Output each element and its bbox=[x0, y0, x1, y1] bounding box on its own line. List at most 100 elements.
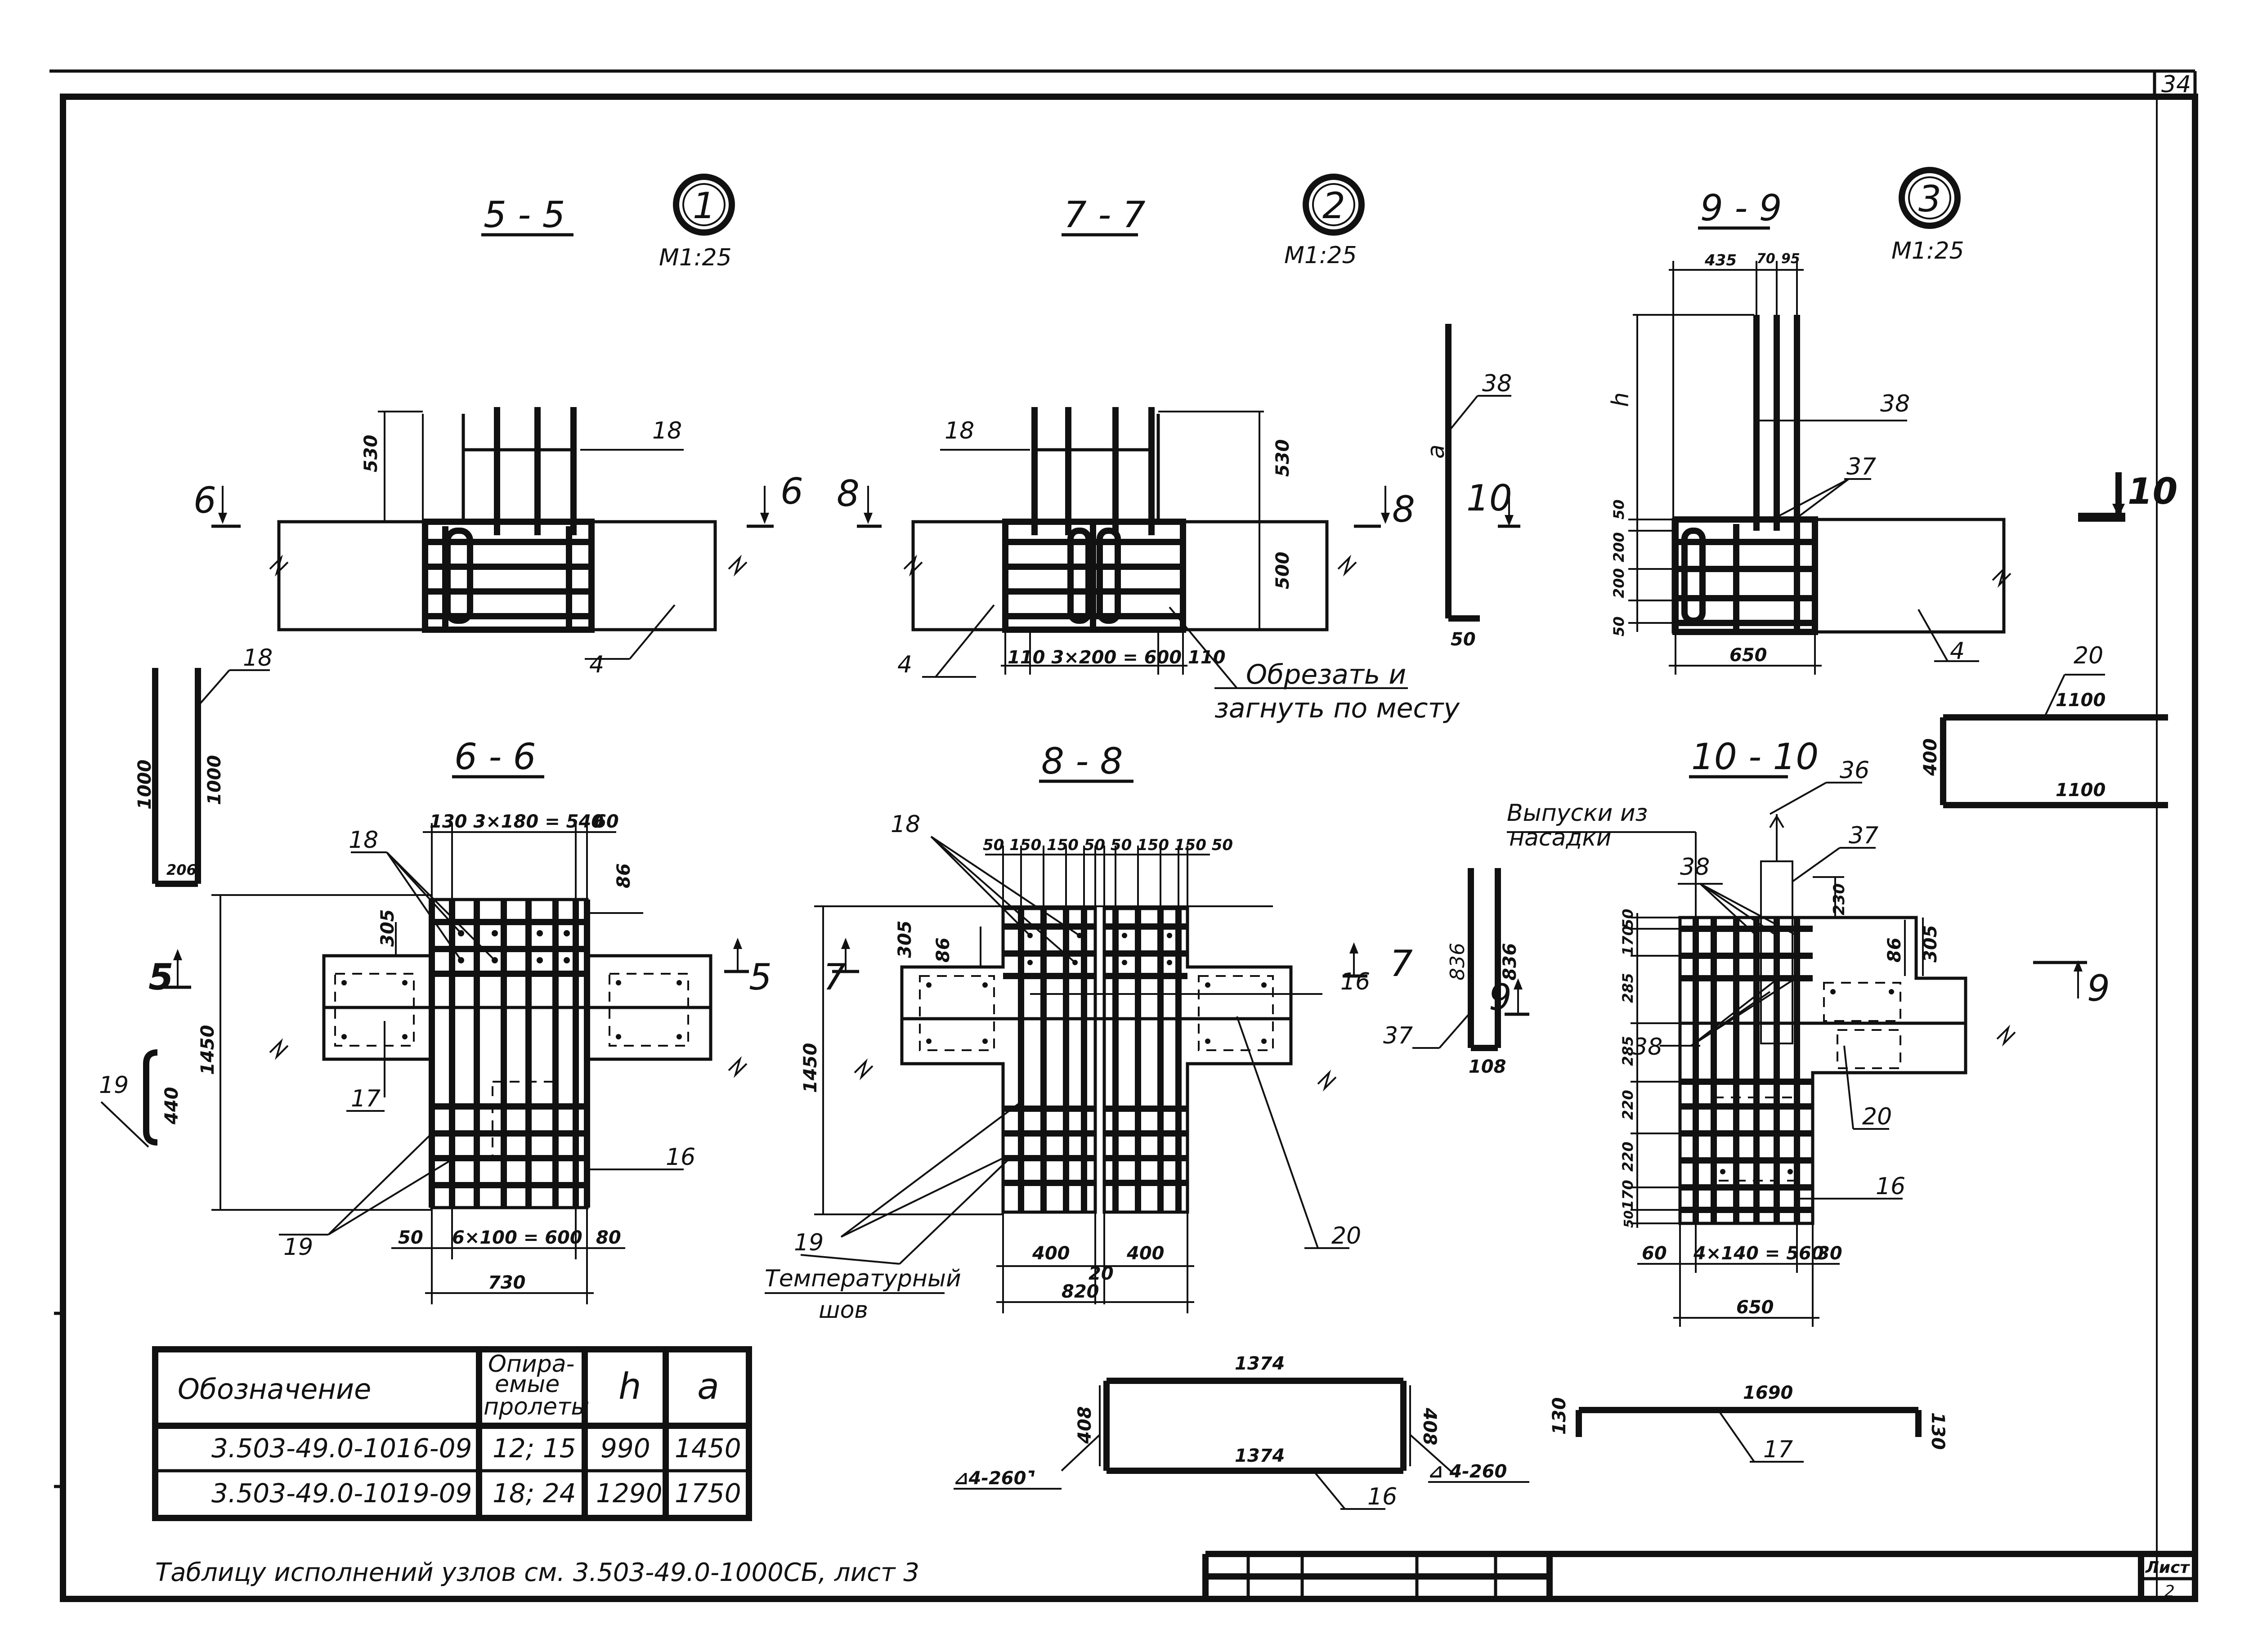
table-row-1-a: 1450 bbox=[675, 1433, 741, 1464]
note-outlets-2: насадки bbox=[1509, 824, 1611, 851]
node-3-number: 3 bbox=[1918, 178, 1941, 220]
bar-37-shape bbox=[1412, 868, 1529, 1051]
table-header-spans-3: пролеты bbox=[484, 1393, 589, 1420]
bar-20-400: 400 bbox=[1920, 739, 1941, 777]
bar-17-shape bbox=[1576, 1407, 1922, 1463]
bar-17-1690: 1690 bbox=[1743, 1383, 1793, 1403]
note-cut-bend-2: загнуть по месту bbox=[1214, 693, 1460, 724]
cut-8-left: 8 bbox=[837, 473, 860, 515]
section-6-6 bbox=[211, 823, 748, 1304]
dim-10-10-v0: 50 bbox=[1619, 909, 1636, 929]
bar-18-1000b: 1000 bbox=[204, 755, 225, 805]
section-8-8 bbox=[800, 836, 1349, 1313]
dim-5-5-530: 530 bbox=[361, 435, 381, 473]
bar-17-130-left: 130 bbox=[1549, 1397, 1570, 1435]
dim-8-8-820: 820 bbox=[1062, 1281, 1099, 1302]
note-temp-seam-2: шов bbox=[819, 1297, 868, 1324]
dim-8-8-305: 305 bbox=[895, 921, 915, 958]
cut-marks-6 bbox=[211, 486, 774, 528]
bar-38-shape bbox=[1445, 324, 1520, 622]
label-5-5-bar: 18 bbox=[652, 417, 682, 444]
label-7-7-pos4: 4 bbox=[897, 651, 912, 678]
section-10-10 bbox=[1507, 782, 2087, 1327]
dim-8-8-top: 50 150 150 50 50 150 150 50 bbox=[983, 836, 1233, 854]
node-1-scale: М1:25 bbox=[659, 244, 732, 271]
dim-7-7-500: 500 bbox=[1272, 552, 1293, 590]
dim-6-6-80: 80 bbox=[596, 1227, 621, 1248]
bar-20-1100-top: 1100 bbox=[2056, 690, 2106, 711]
bar-19-label: 19 bbox=[99, 1072, 129, 1099]
title-7-7: 7 - 7 bbox=[1064, 194, 1146, 236]
dim-6-6-730: 730 bbox=[488, 1272, 526, 1293]
dim-10-10-v2: 285 bbox=[1619, 973, 1636, 1003]
table-row-2-designation: 3.503-49.0-1019-09 bbox=[211, 1478, 472, 1509]
dim-10-10-v1: 170 bbox=[1619, 926, 1636, 956]
cut-10-left: 10 bbox=[1466, 477, 1512, 519]
note-temp-seam: Температурный bbox=[765, 1265, 961, 1292]
node-3-scale: М1:25 bbox=[1891, 237, 1964, 264]
cut-marks-5 bbox=[164, 938, 749, 989]
dim-10-10-30: 30 bbox=[1817, 1243, 1842, 1264]
cut-10-right: 10 bbox=[2128, 470, 2177, 512]
dim-9-9-50b: 50 bbox=[1610, 616, 1627, 636]
cut-6-left: 6 bbox=[193, 479, 216, 521]
title-8-8: 8 - 8 bbox=[1041, 740, 1123, 782]
title-10-10: 10 - 10 bbox=[1691, 736, 1819, 778]
footer-note: Таблицу исполнений узлов см. 3.503-49.0-… bbox=[155, 1558, 919, 1587]
bar-16-408-left: 408 bbox=[1075, 1406, 1095, 1445]
table-row-1-designation: 3.503-49.0-1016-09 bbox=[211, 1433, 472, 1464]
dim-6-6-86: 86 bbox=[614, 863, 634, 888]
label-9-9-38: 38 bbox=[1880, 390, 1910, 417]
bar-16-408-right: 408 bbox=[1419, 1407, 1440, 1446]
cut-9-right: 9 bbox=[2087, 967, 2110, 1009]
dim-7-7-spacing: 110 3×200 = 600 110 bbox=[1008, 647, 1226, 668]
dim-9-9-h: h bbox=[1607, 392, 1634, 407]
sheet-number: 34 bbox=[2161, 71, 2191, 98]
label-9-9-37: 37 bbox=[1846, 453, 1876, 480]
dim-10-10-86: 86 bbox=[1884, 937, 1905, 963]
dim-8-8-86: 86 bbox=[933, 937, 954, 963]
label-8-8-19: 19 bbox=[794, 1229, 824, 1256]
label-6-6-19: 19 bbox=[283, 1234, 313, 1261]
title-9-9: 9 - 9 bbox=[1700, 187, 1782, 229]
spec-table-grid bbox=[152, 1346, 752, 1521]
list-label: Лист bbox=[2145, 1558, 2190, 1577]
title-5-5: 5 - 5 bbox=[484, 194, 565, 236]
bar-16-1374-bot: 1374 bbox=[1235, 1446, 1285, 1466]
bar-18-206: 206 bbox=[166, 861, 197, 878]
bar-17-label: 17 bbox=[1763, 1436, 1793, 1463]
bar-20-label: 20 bbox=[2074, 642, 2103, 669]
table-row-1-h: 990 bbox=[600, 1433, 650, 1464]
label-6-6-18: 18 bbox=[349, 827, 378, 854]
label-10-10-20: 20 bbox=[1862, 1103, 1892, 1130]
label-10-10-38-top: 38 bbox=[1680, 854, 1710, 881]
bar-19-shape bbox=[100, 1049, 158, 1148]
bar-38-50: 50 bbox=[1451, 629, 1476, 650]
title-6-6: 6 - 6 bbox=[454, 736, 536, 778]
dim-10-10-v3: 285 bbox=[1619, 1036, 1636, 1066]
label-6-6-16: 16 bbox=[666, 1144, 695, 1171]
dim-6-6-600: 6×100 = 600 bbox=[452, 1227, 582, 1248]
table-header-spans-1: Опира- bbox=[488, 1351, 574, 1378]
cut-mark-10-right bbox=[2078, 472, 2125, 522]
bar-16-1374-top: 1374 bbox=[1235, 1353, 1285, 1374]
cut-5-left: 5 bbox=[148, 956, 174, 998]
cut-7-right: 7 bbox=[1390, 943, 1413, 985]
bar-20-1100-bot: 1100 bbox=[2056, 780, 2106, 801]
label-5-5-pos4: 4 bbox=[589, 651, 604, 678]
label-10-10-37: 37 bbox=[1849, 822, 1878, 849]
bar-18-shape bbox=[152, 668, 270, 887]
cut-9-left: 9 bbox=[1489, 976, 1512, 1018]
label-10-10-36: 36 bbox=[1840, 757, 1869, 784]
dim-9-9-650: 650 bbox=[1729, 645, 1767, 666]
sheet-frame bbox=[49, 69, 2198, 1602]
section-titles: 5 - 5 7 - 7 9 - 9 6 - 6 8 - 8 10 - 10 bbox=[452, 187, 1819, 783]
cut-6-right: 6 bbox=[780, 470, 803, 512]
dim-10-10-v7: 50 bbox=[1621, 1210, 1636, 1228]
node-markers: 1 М1:25 2 М1:25 3 М1:25 bbox=[659, 167, 1964, 271]
dim-9-9-200b: 200 bbox=[1610, 568, 1627, 598]
section-5-5 bbox=[269, 407, 748, 660]
dim-6-6-top: 130 3×180 = 540 bbox=[430, 811, 604, 832]
